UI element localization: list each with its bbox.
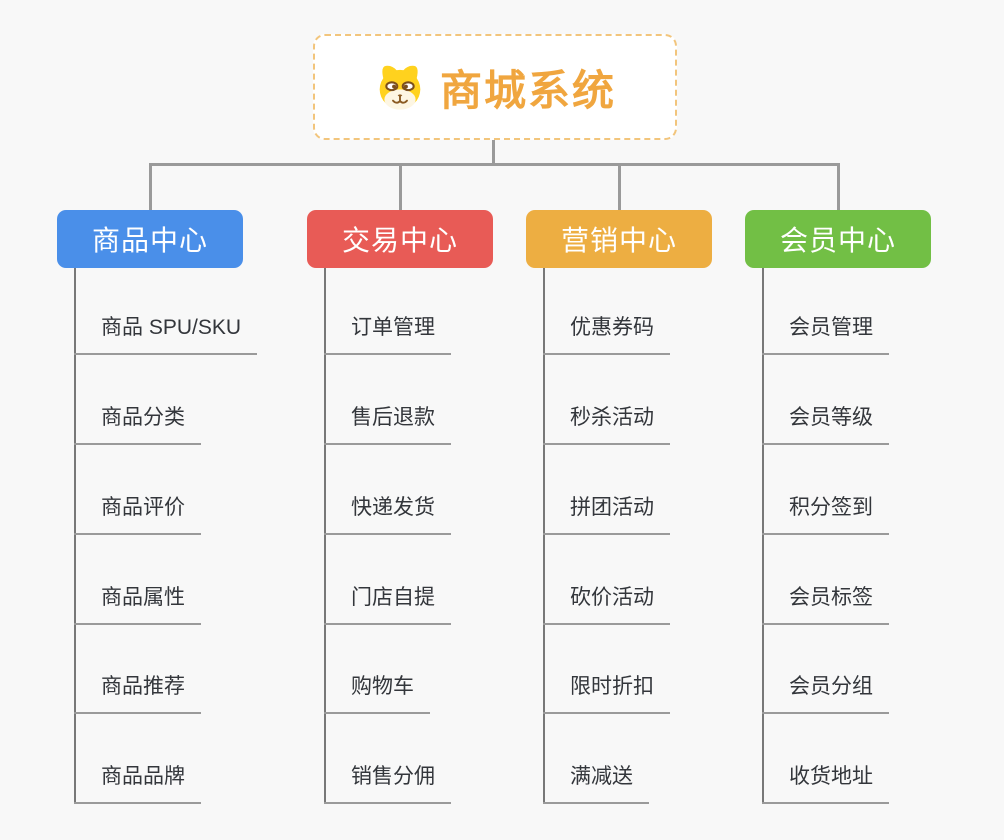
child-node[interactable]: 砍价活动 (543, 583, 670, 625)
child-node[interactable]: 会员等级 (762, 403, 889, 445)
branch-node-marketing-center[interactable]: 营销中心 (526, 210, 712, 268)
child-node[interactable]: 门店自提 (324, 583, 451, 625)
child-node[interactable]: 会员标签 (762, 583, 889, 625)
connector-drop-line (149, 163, 152, 210)
child-node[interactable]: 商品 SPU/SKU (74, 313, 258, 355)
connector-drop-line (399, 163, 402, 210)
child-node[interactable]: 收货地址 (762, 762, 889, 804)
connector-horizontal-bar (149, 163, 840, 166)
child-node[interactable]: 会员管理 (762, 313, 889, 355)
child-node[interactable]: 秒杀活动 (543, 403, 670, 445)
root-node-label: 商城系统 (439, 66, 616, 114)
child-node[interactable]: 购物车 (324, 672, 430, 714)
child-node[interactable]: 限时折扣 (543, 672, 670, 714)
branch-trunk-line (324, 268, 326, 804)
child-node[interactable]: 销售分佣 (324, 762, 451, 804)
branch-node-trade-center[interactable]: 交易中心 (307, 210, 493, 268)
child-node[interactable]: 快递发货 (324, 493, 451, 535)
child-node[interactable]: 售后退款 (324, 403, 451, 445)
connector-drop-line (837, 163, 840, 210)
child-node[interactable]: 商品分类 (74, 403, 201, 445)
child-node[interactable]: 商品推荐 (74, 672, 201, 714)
child-node[interactable]: 商品属性 (74, 583, 201, 625)
branch-trunk-line (762, 268, 764, 804)
branch-trunk-line (74, 268, 76, 804)
child-node[interactable]: 优惠券码 (543, 313, 670, 355)
dog-face-icon (379, 65, 421, 110)
child-node[interactable]: 满减送 (543, 762, 649, 804)
branch-node-member-center[interactable]: 会员中心 (745, 210, 931, 268)
connector-root-stem (492, 140, 495, 164)
child-node[interactable]: 商品品牌 (74, 762, 201, 804)
child-node[interactable]: 订单管理 (324, 313, 451, 355)
root-node-mall-system[interactable]: 商城系统 (313, 34, 677, 140)
child-node[interactable]: 拼团活动 (543, 493, 670, 535)
branch-trunk-line (543, 268, 545, 804)
child-node[interactable]: 商品评价 (74, 493, 201, 535)
child-node[interactable]: 积分签到 (762, 493, 889, 535)
connector-drop-line (618, 163, 621, 210)
child-node[interactable]: 会员分组 (762, 672, 889, 714)
branch-node-product-center[interactable]: 商品中心 (57, 210, 243, 268)
